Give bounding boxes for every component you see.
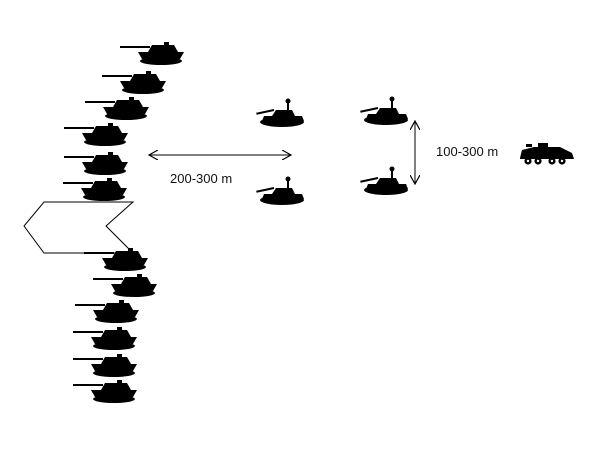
tank-icon	[85, 97, 149, 120]
lower-tank-column	[73, 248, 157, 403]
tank-icon	[75, 300, 139, 323]
tank-icon	[63, 178, 127, 201]
recon-vehicle-icon	[256, 176, 304, 205]
recon-vehicle-icon	[256, 98, 304, 127]
recon-group	[256, 96, 408, 205]
recon-vehicle-icon	[360, 166, 408, 195]
tank-icon	[120, 42, 184, 65]
tank-icon	[73, 327, 137, 350]
tank-icon	[73, 380, 137, 403]
tank-icon	[73, 354, 137, 377]
tank-icon	[84, 248, 148, 271]
formation-chevron-outline	[23, 201, 135, 254]
wheeled-apc-icon	[520, 143, 574, 165]
horizontal-distance-label: 200-300 m	[170, 171, 233, 186]
tank-icon	[64, 123, 128, 146]
tank-icon	[64, 152, 128, 175]
upper-tank-column	[63, 42, 184, 201]
recon-vehicle-icon	[360, 96, 408, 125]
tank-icon	[102, 71, 166, 94]
vertical-distance-label: 100-300 m	[436, 144, 499, 159]
tank-icon	[93, 274, 157, 297]
